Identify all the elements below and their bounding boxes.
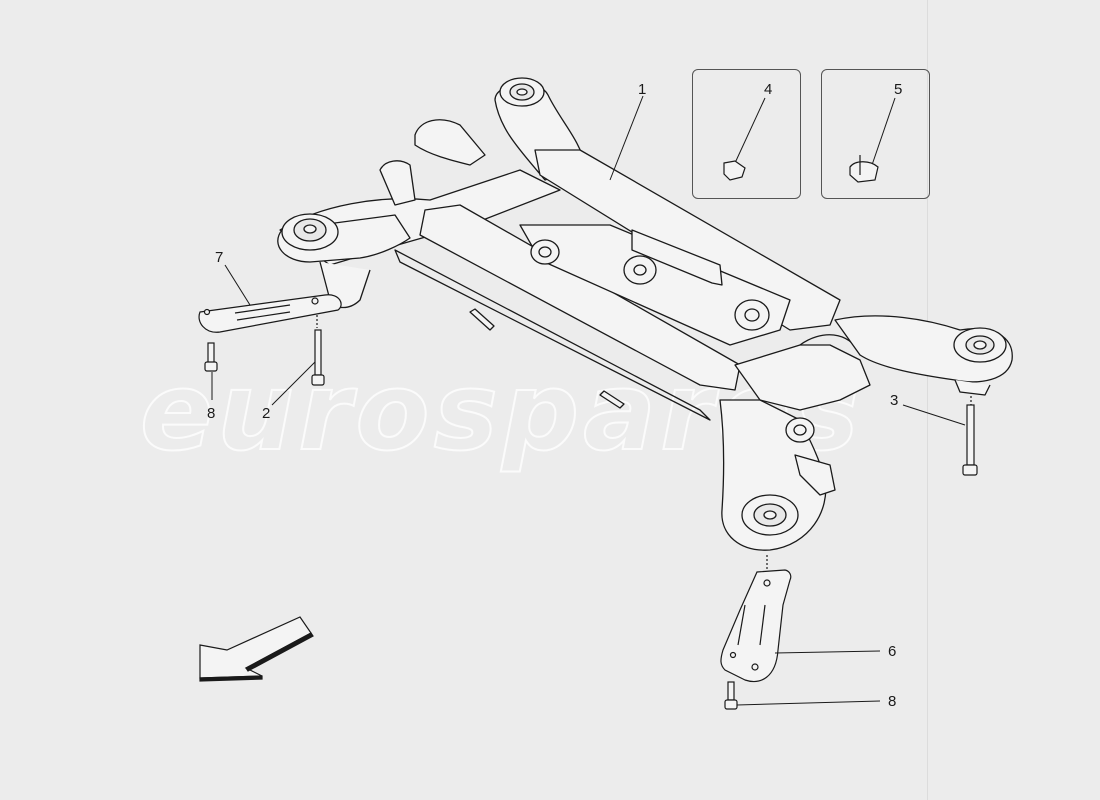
callout-6: 6 xyxy=(888,643,897,660)
inset-box-5 xyxy=(821,69,930,199)
bracket-sleeve xyxy=(379,160,416,206)
plate-7 xyxy=(198,294,342,333)
callout-3: 3 xyxy=(890,392,899,409)
bolt-8-bottom xyxy=(724,681,738,710)
bolt-8-left xyxy=(204,342,218,372)
subframe-right-node xyxy=(734,334,871,411)
plate-6 xyxy=(720,555,792,682)
leader-lines xyxy=(211,95,966,706)
subframe-lower-rail xyxy=(394,204,741,421)
clip-4 xyxy=(723,160,746,181)
stud xyxy=(469,308,495,331)
direction-arrow-icon xyxy=(199,616,314,682)
page-fold-line xyxy=(927,0,928,800)
inset-box-4 xyxy=(692,69,801,199)
clip-5 xyxy=(849,155,879,183)
bolt-2 xyxy=(311,315,325,386)
bolt-3 xyxy=(962,396,978,476)
subframe-right-rail xyxy=(534,149,841,331)
callout-7: 7 xyxy=(215,249,224,266)
bracket-tab xyxy=(414,119,486,166)
sensor-bracket xyxy=(631,229,723,286)
callout-8-bottom: 8 xyxy=(888,693,897,710)
stud xyxy=(599,390,625,409)
callout-8-left: 8 xyxy=(207,405,216,422)
rear-right-bushing-arm xyxy=(719,399,836,551)
callout-2: 2 xyxy=(262,405,271,422)
callout-5: 5 xyxy=(894,81,903,98)
callout-1: 1 xyxy=(638,81,647,98)
right-bushing-arm xyxy=(834,315,1013,396)
subframe-crossmember xyxy=(519,224,791,346)
callout-4: 4 xyxy=(764,81,773,98)
